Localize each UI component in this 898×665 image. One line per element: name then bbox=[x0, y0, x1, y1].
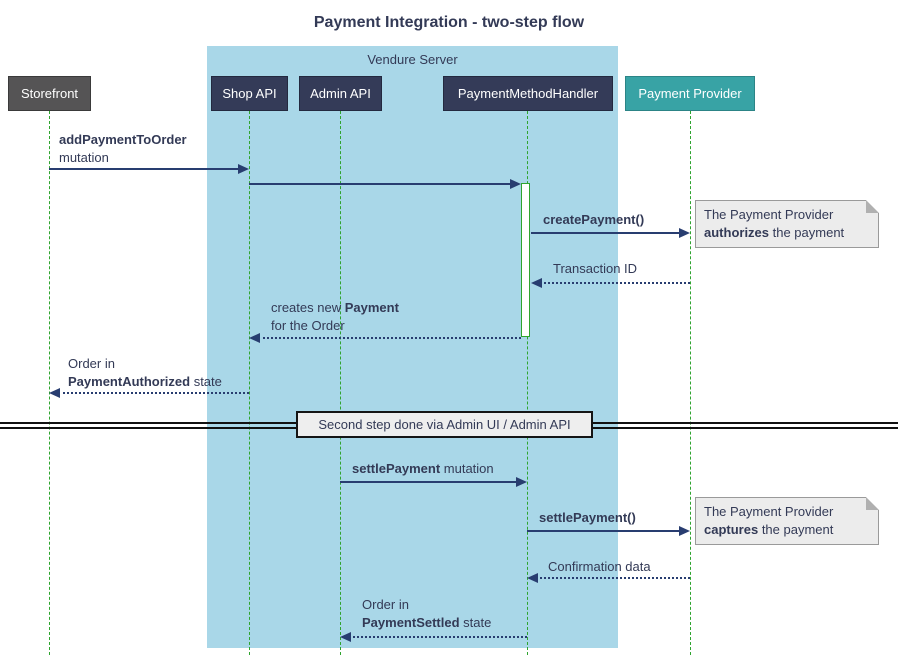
message-arrow bbox=[527, 530, 681, 532]
vendure-server-container bbox=[207, 46, 618, 648]
arrowhead-icon bbox=[238, 164, 249, 174]
message-label-create-payment: createPayment() bbox=[543, 211, 644, 229]
message-arrow-return bbox=[258, 337, 521, 339]
message-arrow bbox=[531, 232, 681, 234]
note-text: The Payment Provider bbox=[704, 504, 834, 519]
arrowhead-icon bbox=[527, 573, 538, 583]
message-text: PaymentSettled bbox=[362, 615, 460, 630]
note-text: The Payment Provider bbox=[704, 207, 834, 222]
arrowhead-icon bbox=[516, 477, 527, 487]
message-text: createPayment() bbox=[543, 212, 645, 227]
arrowhead-icon bbox=[679, 228, 690, 238]
lifeline-admin-api bbox=[340, 111, 341, 655]
message-text: Payment bbox=[344, 300, 399, 315]
activation-bar bbox=[521, 183, 530, 337]
message-label-settle-payment-call: settlePayment() bbox=[539, 509, 636, 527]
participant-payment-method-handler: PaymentMethodHandler bbox=[443, 76, 613, 111]
message-text: Transaction ID bbox=[553, 261, 638, 276]
arrowhead-icon bbox=[679, 526, 690, 536]
divider-label: Second step done via Admin UI / Admin AP… bbox=[296, 411, 593, 438]
message-text: state bbox=[190, 374, 222, 389]
message-label-settle-payment-mutation: settlePayment mutation bbox=[352, 460, 494, 478]
participant-storefront: Storefront bbox=[8, 76, 91, 111]
message-text: Order in bbox=[68, 356, 115, 371]
message-text: for the Order bbox=[271, 318, 345, 333]
note-text: the payment bbox=[769, 225, 845, 240]
participant-admin-api: Admin API bbox=[299, 76, 382, 111]
message-arrow bbox=[49, 168, 240, 170]
arrowhead-icon bbox=[340, 632, 351, 642]
participant-shop-api: Shop API bbox=[211, 76, 288, 111]
note-text: captures bbox=[704, 522, 759, 537]
note-authorizes: The Payment Provider authorizes the paym… bbox=[695, 200, 879, 248]
message-label-transaction-id: Transaction ID bbox=[553, 260, 637, 278]
message-text: PaymentAuthorized bbox=[68, 374, 191, 389]
message-text: Order in bbox=[362, 597, 409, 612]
lifeline-payment-method-handler bbox=[527, 111, 528, 655]
message-text: mutation bbox=[440, 461, 494, 476]
diagram-title: Payment Integration - two-step flow bbox=[313, 14, 585, 31]
message-text: state bbox=[459, 615, 492, 630]
lifeline-storefront bbox=[49, 111, 50, 655]
arrowhead-icon bbox=[49, 388, 60, 398]
message-arrow bbox=[249, 183, 512, 185]
lifeline-payment-provider bbox=[690, 111, 691, 655]
arrowhead-icon bbox=[249, 333, 260, 343]
message-arrow-return bbox=[536, 577, 690, 579]
note-text: the payment bbox=[758, 522, 834, 537]
message-arrow-return bbox=[58, 392, 249, 394]
message-text: creates new bbox=[271, 300, 345, 315]
message-text: settlePayment bbox=[352, 461, 441, 476]
message-label-add-payment-to-order: addPaymentToOrder mutation bbox=[59, 131, 187, 167]
note-captures: The Payment Provider captures the paymen… bbox=[695, 497, 879, 545]
lifeline-shop-api bbox=[249, 111, 250, 655]
message-text: settlePayment() bbox=[539, 510, 636, 525]
arrowhead-icon bbox=[531, 278, 542, 288]
message-arrow-return bbox=[349, 636, 527, 638]
message-text: addPaymentToOrder bbox=[59, 132, 187, 147]
message-label-payment-authorized: Order in PaymentAuthorized state bbox=[68, 355, 222, 391]
message-arrow-return bbox=[540, 282, 690, 284]
arrowhead-icon bbox=[510, 179, 521, 189]
message-label-creates-payment: creates new Payment for the Order bbox=[271, 299, 399, 335]
message-arrow bbox=[340, 481, 518, 483]
vendure-server-label: Vendure Server bbox=[367, 52, 458, 67]
message-label-payment-settled: Order in PaymentSettled state bbox=[362, 596, 491, 632]
participant-payment-provider: Payment Provider bbox=[625, 76, 755, 111]
message-text: mutation bbox=[59, 150, 109, 165]
message-text: Confirmation data bbox=[548, 559, 651, 574]
note-text: authorizes bbox=[704, 225, 770, 240]
message-label-confirmation-data: Confirmation data bbox=[548, 558, 651, 576]
